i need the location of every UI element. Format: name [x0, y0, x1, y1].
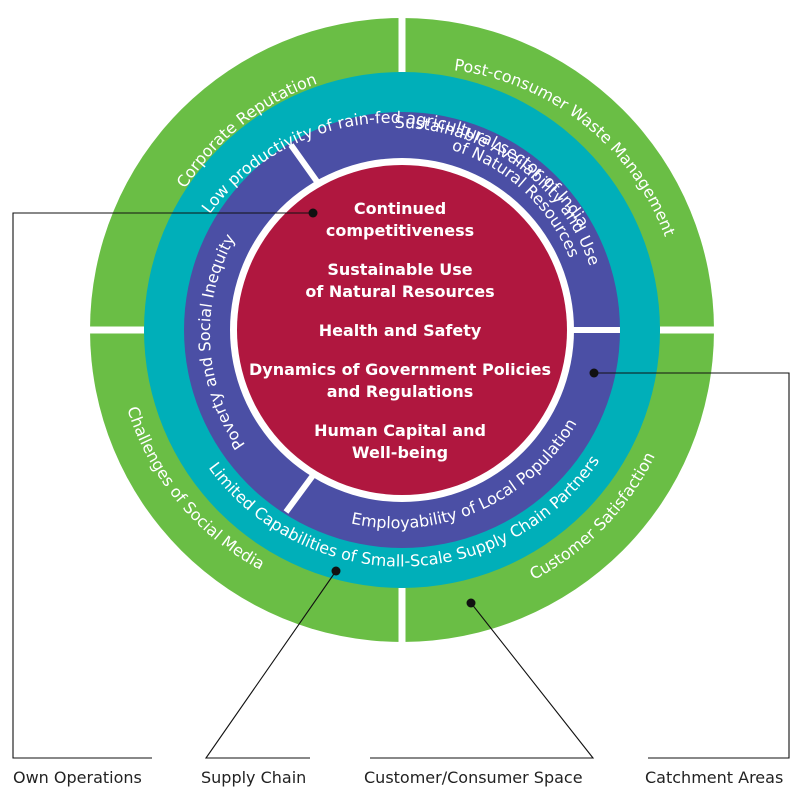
core-human-capital: Human Capital and — [314, 421, 486, 440]
marker-own-operations — [308, 208, 318, 218]
core-circle — [237, 165, 567, 495]
core-competitiveness: competitiveness — [326, 221, 474, 240]
legend-catchment-areas: Catchment Areas — [645, 768, 783, 787]
divider-inner-bottom — [283, 472, 317, 514]
core-regulations: and Regulations — [327, 382, 474, 401]
core-continued: Continued — [354, 199, 446, 218]
core-sustainable-use: Sustainable Use — [327, 260, 472, 279]
core-issues: Continued competitiveness Sustainable Us… — [249, 199, 551, 462]
core-health-safety: Health and Safety — [319, 321, 482, 340]
marker-supply-chain — [331, 566, 341, 576]
legend-own-operations: Own Operations — [13, 768, 142, 787]
leader-catchment-areas — [594, 372, 790, 759]
marker-customer-space — [466, 598, 476, 608]
leader-own-operations — [12, 212, 313, 759]
core-government-policies: Dynamics of Government Policies — [249, 360, 551, 379]
leader-supply-chain — [204, 570, 337, 759]
divider-inner-top — [288, 143, 321, 185]
core-natural-resources: of Natural Resources — [305, 282, 494, 301]
leader-customer-space — [370, 602, 595, 759]
core-well-being: Well-being — [352, 443, 448, 462]
legend-customer-space: Customer/Consumer Space — [364, 768, 583, 787]
legend-supply-chain: Supply Chain — [201, 768, 306, 787]
marker-catchment-areas — [589, 368, 599, 378]
